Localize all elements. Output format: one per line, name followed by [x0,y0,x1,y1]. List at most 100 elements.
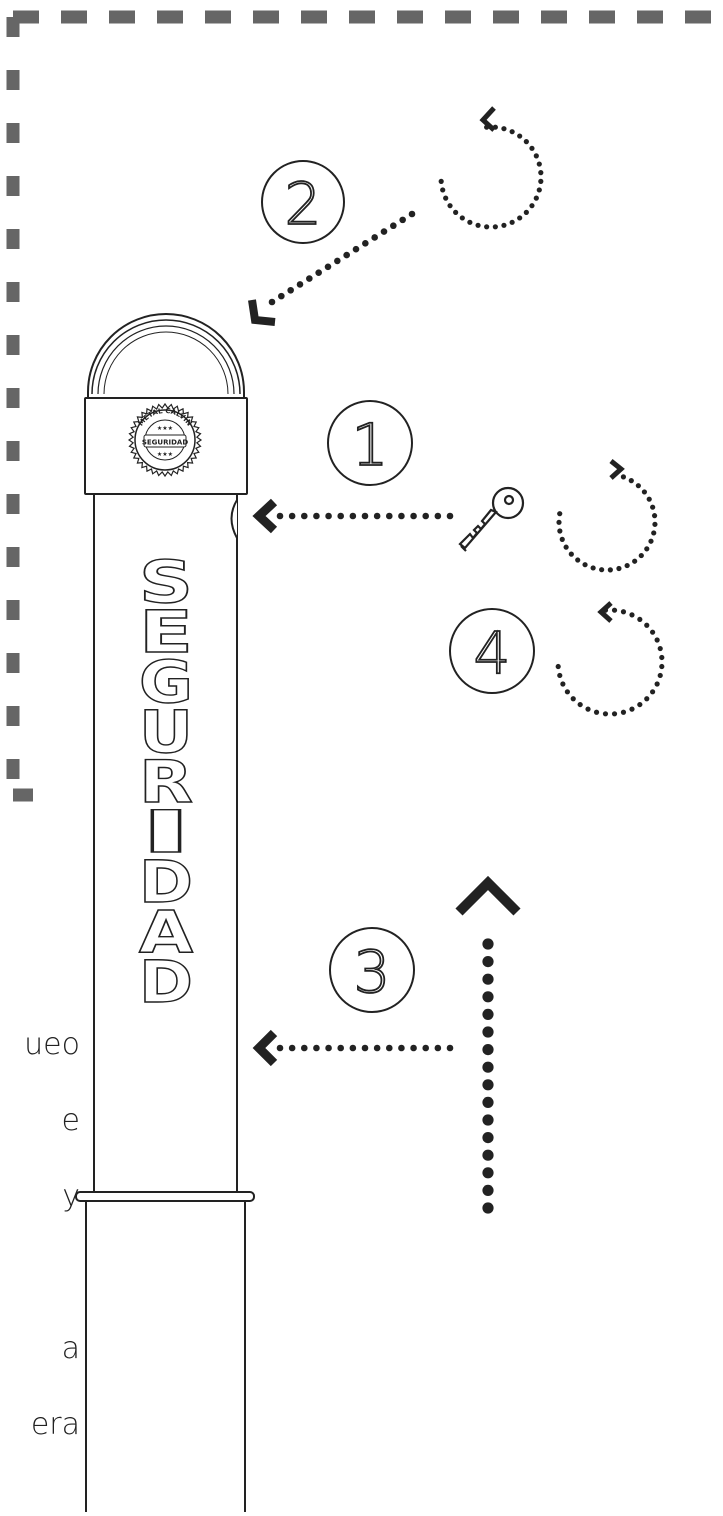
dot [560,681,566,687]
dot [482,1008,494,1021]
side-text-fragment: ueo [24,1028,80,1062]
dot [659,654,665,661]
brand-letter-s: S [139,548,193,616]
dot [611,711,618,717]
side-text-fragment: y [62,1180,80,1214]
dot [385,512,393,520]
dot [654,681,660,687]
side-text-line-2: e [0,1104,80,1138]
dot [288,1044,296,1052]
dot [373,1044,381,1052]
dot [632,558,638,564]
dot [517,133,523,139]
dot [577,701,583,708]
dot [288,512,296,520]
dot [509,129,515,135]
step-4-number: 4 [474,619,511,687]
dot [422,512,430,520]
dot [352,245,360,253]
brand-letter-g: G [139,648,193,716]
dot [637,616,643,623]
dot [529,145,535,151]
dot [556,519,562,525]
step-1-arrow-head [252,498,278,534]
dot [650,504,656,510]
dot [637,701,643,708]
step-4: 4 [449,601,665,717]
step-2-arrow-head [248,299,276,326]
dot [657,645,663,652]
step-1-number: 1 [352,411,389,479]
dot [306,275,313,282]
dot [349,512,357,520]
brand-letter-d: D [139,948,193,1016]
dot [482,1044,494,1056]
step-3-number: 3 [354,938,391,1006]
dot [482,991,494,1003]
lift-up-arrow [455,875,521,1214]
dot [638,552,644,559]
dot [482,956,494,968]
dot [398,512,405,520]
dot [635,483,641,489]
dot [482,1061,494,1073]
dot [447,203,453,209]
post-lower-tube [85,1201,246,1512]
dot [557,672,563,679]
dot [536,187,542,193]
dot [651,530,657,536]
dot [349,1044,357,1052]
dot [568,551,574,557]
dot [371,234,378,241]
lock-cylinder [230,499,238,539]
security-post [75,313,255,1512]
dot [607,567,613,573]
dot [557,528,563,534]
dot [628,477,634,484]
rotate-ccw-icon-top [438,106,544,230]
dot [459,215,465,221]
dot [398,1044,405,1052]
brand-word-vertical: SEGURIDAD [138,547,194,1016]
step-2: 2 [248,106,544,326]
dot [644,696,650,702]
dot [651,513,658,519]
dot [373,512,381,520]
dot [620,474,627,480]
seal-bottom-stars: ★★★ [157,451,173,458]
dot [533,153,539,159]
dot [529,203,535,209]
side-text-line-5: era [0,1408,80,1442]
dot [482,973,494,985]
dot [410,1044,417,1052]
dot [620,609,627,615]
dot [482,1132,494,1144]
dot [620,709,627,715]
dot [585,706,591,712]
dot [611,607,618,613]
brand-letter-u: U [139,698,193,766]
dot [438,178,444,184]
dot [624,562,630,569]
dot [602,711,609,717]
dot [538,178,544,184]
dot [482,1184,494,1196]
brand-letter-i: I [139,798,193,866]
dot [361,1044,369,1052]
dot [659,663,665,670]
dot [559,536,565,542]
dot [410,512,417,520]
side-text-fragment: a [61,1332,80,1366]
key-icon [458,486,525,552]
dot [593,709,600,715]
dot [533,195,539,201]
dot [276,1044,284,1052]
brand-seal: METAL CALVIN ★★★ SEGURIDAD ★★★ [127,402,203,478]
dot [453,209,459,215]
dot [300,1044,308,1052]
dot [296,281,304,288]
dot [380,228,388,235]
dot [501,222,507,228]
